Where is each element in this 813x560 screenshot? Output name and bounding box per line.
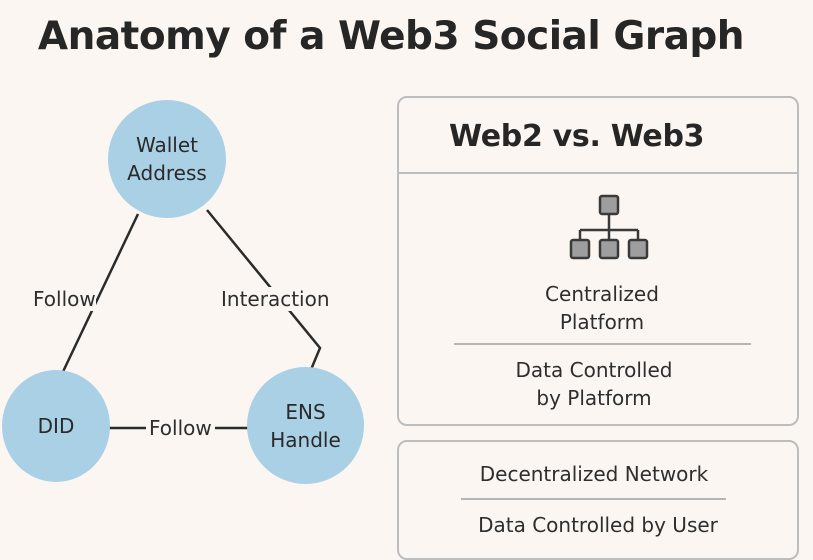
node-wallet-label: Wallet Address bbox=[127, 133, 207, 185]
web3-divider bbox=[461, 498, 726, 500]
edge-label-interaction: Interaction bbox=[221, 287, 330, 311]
hierarchy-icon bbox=[569, 194, 649, 260]
web2-divider bbox=[454, 343, 751, 345]
node-ens-handle: ENS Handle bbox=[247, 367, 364, 484]
edge-wallet-did bbox=[58, 213, 140, 379]
node-did: DID bbox=[2, 370, 110, 482]
web3-network-text: Decentralized Network bbox=[479, 462, 709, 486]
web3-control-text: Data Controlled by User bbox=[478, 513, 718, 537]
edge-label-follow-left: Follow bbox=[33, 287, 96, 311]
comparison-title: Web2 vs. Web3 bbox=[449, 119, 705, 154]
web2-control-text: Data Controlled by Platform bbox=[515, 358, 673, 410]
edge-label-follow-bottom: Follow bbox=[146, 416, 215, 440]
web2-comparison-card: Web2 vs. Web3 Centralized Platform Data … bbox=[397, 96, 799, 426]
node-wallet-address: Wallet Address bbox=[108, 100, 226, 218]
web3-comparison-card: Decentralized Network Data Controlled by… bbox=[397, 440, 799, 560]
node-did-label: DID bbox=[37, 414, 75, 438]
page-title: Anatomy of a Web3 Social Graph bbox=[37, 14, 745, 59]
edge-wallet-ens bbox=[206, 209, 322, 373]
comparison-header: Web2 vs. Web3 bbox=[399, 98, 797, 174]
web2-platform-text: Centralized Platform bbox=[545, 282, 659, 334]
node-ens-label: ENS Handle bbox=[270, 399, 341, 452]
